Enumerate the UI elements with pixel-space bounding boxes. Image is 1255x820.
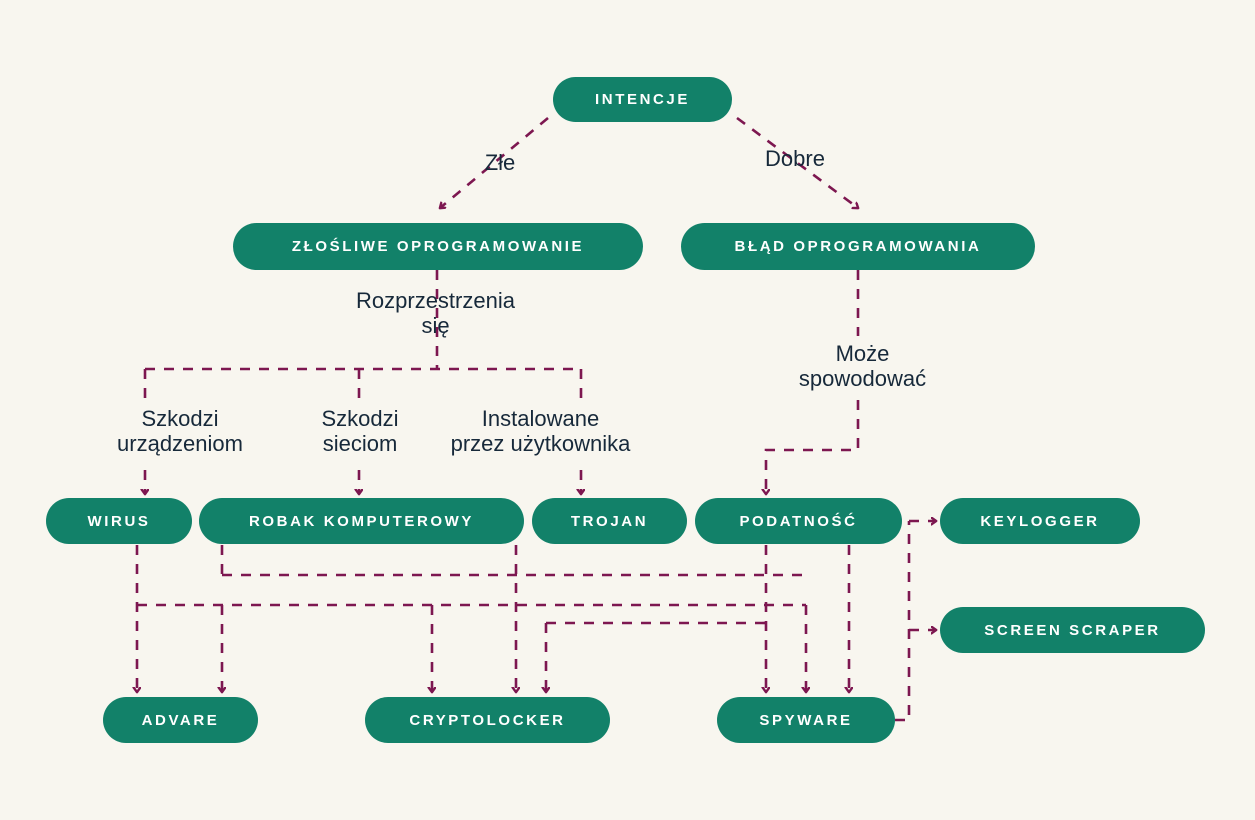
node-zlosliwe-label: ZŁOŚLIWE OPROGRAMOWANIE — [291, 238, 585, 255]
edge-spyware-riser — [895, 521, 911, 722]
node-trojan[interactable]: TROJAN — [532, 498, 687, 544]
edge-label-dobre: Dobre — [765, 146, 825, 171]
node-screen-scraper[interactable]: SCREEN SCRAPER — [940, 607, 1205, 653]
node-advare-label: ADVARE — [141, 711, 220, 729]
node-podatnosc[interactable]: PODATNOŚĆ — [695, 498, 902, 544]
node-cryptolocker-label: CRYPTOLOCKER — [409, 711, 566, 729]
node-podatnosc-label: PODATNOŚĆ — [739, 512, 858, 530]
node-wirus[interactable]: WIRUS — [46, 498, 192, 544]
node-trojan-label: TROJAN — [570, 512, 649, 530]
node-screen-scraper-label: SCREEN SCRAPER — [984, 621, 1161, 639]
node-robak-komputerowy[interactable]: ROBAK KOMPUTEROWY — [199, 498, 524, 544]
node-keylogger-label: KEYLOGGER — [980, 512, 1100, 530]
node-spyware-label: SPYWARE — [759, 711, 853, 729]
node-spyware[interactable]: SPYWARE — [717, 697, 895, 743]
node-advare[interactable]: ADVARE — [103, 697, 258, 743]
node-cryptolocker[interactable]: CRYPTOLOCKER — [365, 697, 610, 743]
edge-label-moze-spowodowac: Może spowodować — [798, 341, 927, 392]
node-blad-oprogramowania[interactable]: BŁĄD OPROGRAMOWANIA — [681, 223, 1035, 270]
edge-label-szkodzi-urzadzeniom: Szkodzi urządzeniom — [117, 406, 243, 457]
node-robak-label: ROBAK KOMPUTEROWY — [248, 512, 475, 530]
edge-label-instalowane-przez-uzytkownika: Instalowane przez użytkownika — [450, 406, 631, 457]
node-blad-label: BŁĄD OPROGRAMOWANIA — [734, 238, 982, 255]
edge-label-zle: Złe — [484, 150, 516, 175]
node-intencje-label: INTENCJE — [595, 91, 690, 108]
node-keylogger[interactable]: KEYLOGGER — [940, 498, 1140, 544]
node-wirus-label: WIRUS — [87, 512, 151, 530]
edge-blad-elbow — [766, 400, 860, 494]
node-intencje[interactable]: INTENCJE — [553, 77, 732, 122]
node-zlosliwe-oprogramowanie[interactable]: ZŁOŚLIWE OPROGRAMOWANIE — [233, 223, 643, 270]
edge-label-rozprzestrzenia-sie: Rozprzestrzenia się — [356, 288, 515, 339]
edge-label-szkodzi-sieciom: Szkodzi sieciom — [321, 406, 399, 457]
